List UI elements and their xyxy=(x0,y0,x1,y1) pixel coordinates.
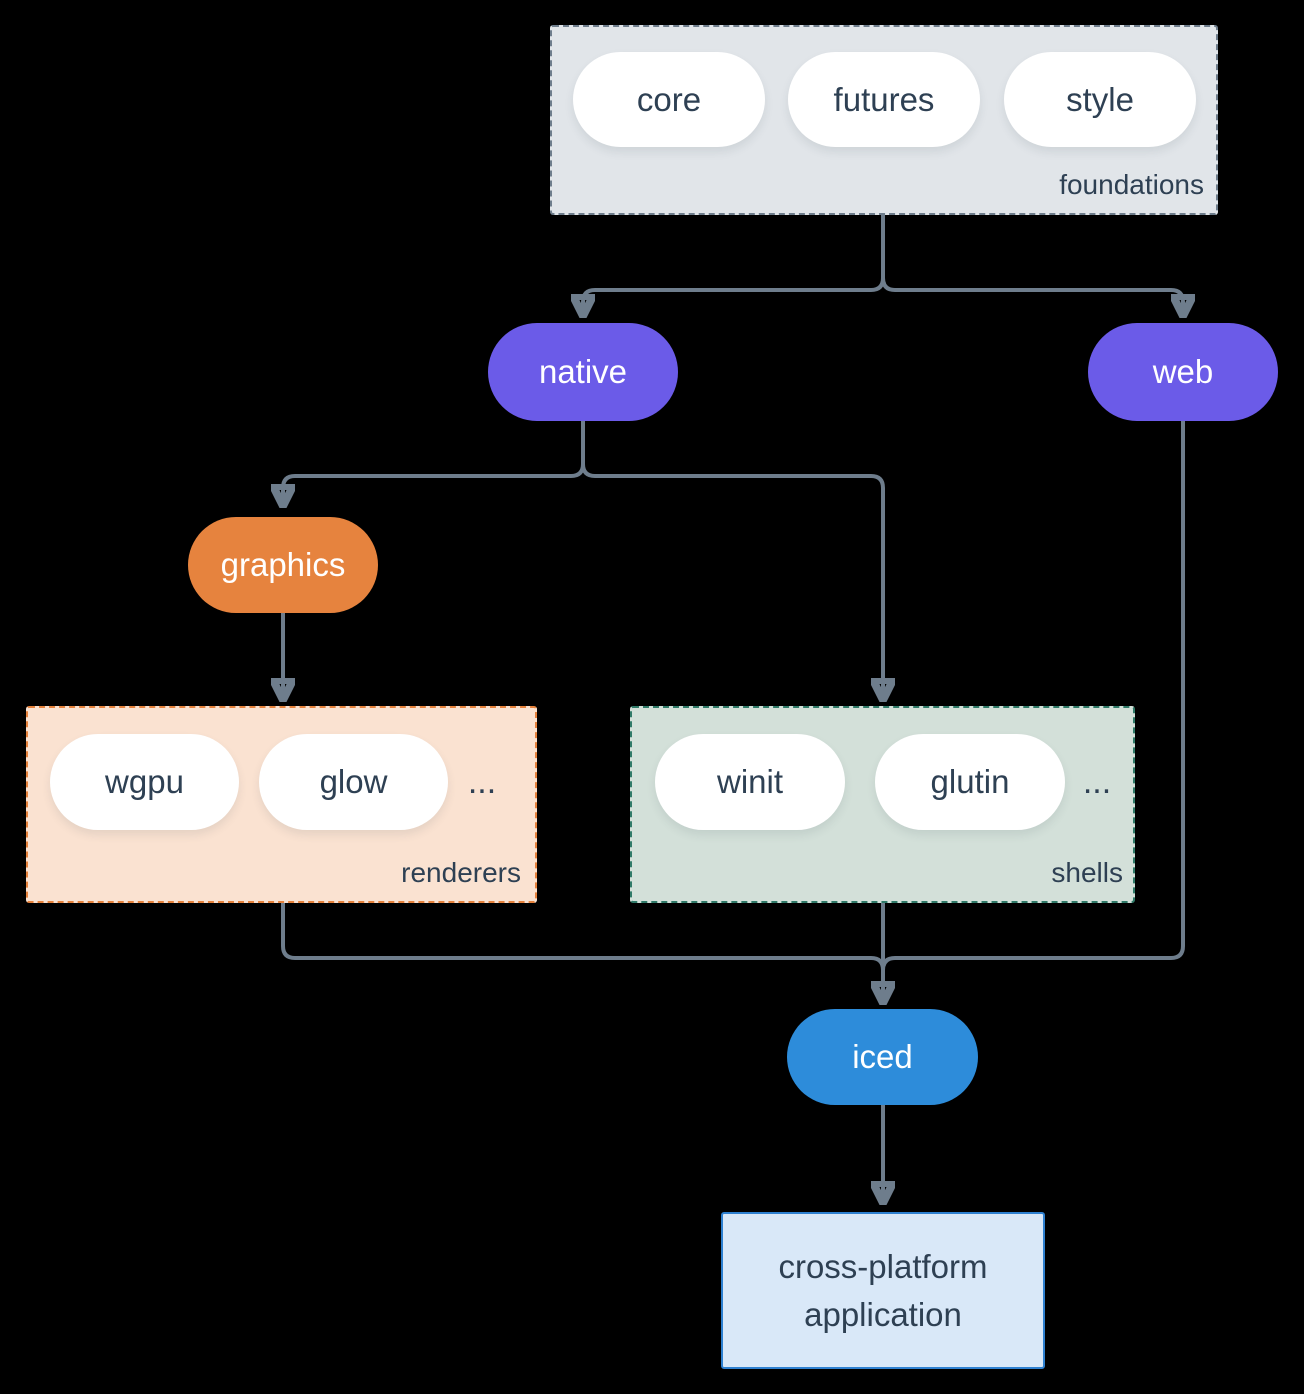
group-foundations: core futures style foundations xyxy=(550,25,1218,215)
edge-foundations-to-native xyxy=(583,215,885,312)
node-graphics: graphics xyxy=(188,517,378,613)
group-renderers: wgpu glow ... renderers xyxy=(26,706,537,903)
node-glutin: glutin xyxy=(875,734,1065,830)
node-core: core xyxy=(573,52,765,147)
edge-native-to-graphics xyxy=(283,421,585,502)
node-cross-platform-application: cross-platform application xyxy=(721,1212,1045,1369)
renderers-ellipsis: ... xyxy=(467,762,497,801)
node-futures: futures xyxy=(788,52,980,147)
node-native: native xyxy=(488,323,678,421)
group-shells-label: shells xyxy=(1051,857,1123,888)
edge-native-to-shells xyxy=(581,463,883,696)
node-web: web xyxy=(1088,323,1278,421)
edge-renderers-to-iced xyxy=(281,903,885,971)
node-winit: winit xyxy=(655,734,845,830)
node-style: style xyxy=(1004,52,1196,147)
group-renderers-label: renderers xyxy=(401,857,521,888)
node-glow: glow xyxy=(259,734,448,830)
shells-ellipsis: ... xyxy=(1082,762,1112,801)
group-foundations-label: foundations xyxy=(1059,169,1204,200)
node-wgpu: wgpu xyxy=(50,734,239,830)
edge-foundations-to-web xyxy=(881,277,1183,312)
node-iced: iced xyxy=(787,1009,978,1105)
group-shells: winit glutin ... shells xyxy=(630,706,1135,903)
